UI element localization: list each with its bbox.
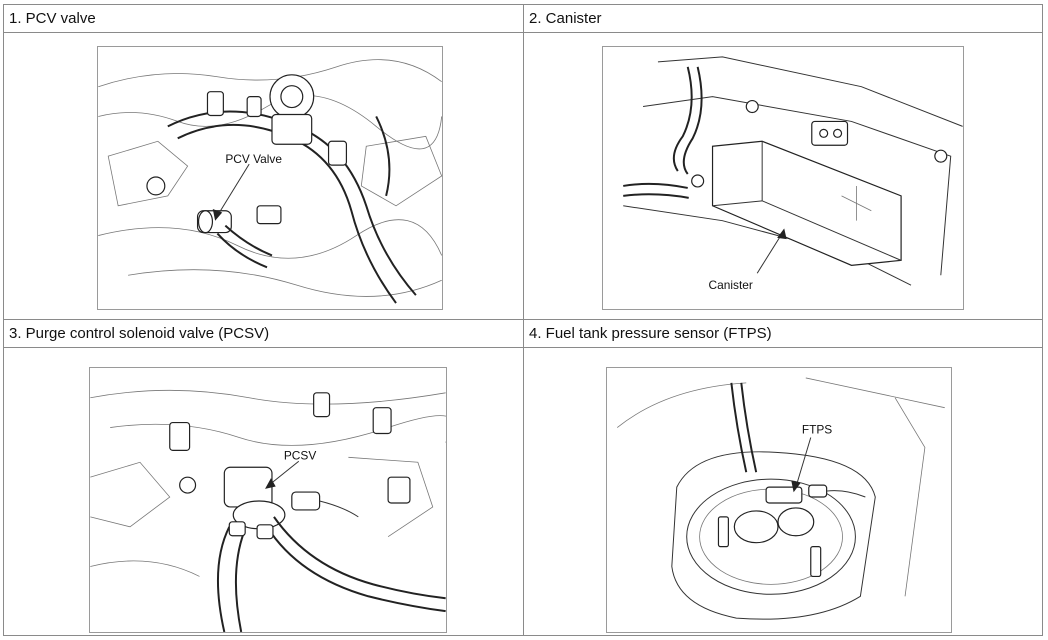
pcv-valve-illustration: PCV Valve <box>97 46 443 310</box>
panel-2-heading: 2. Canister <box>524 5 1042 33</box>
table-column-divider <box>523 5 524 635</box>
pcsv-illustration: PCSV <box>89 367 447 633</box>
panel-1-heading: 1. PCV valve <box>4 5 523 33</box>
pcsv-callout: PCSV <box>284 448 316 462</box>
ftps-drawing: FTPS <box>616 377 945 620</box>
pcv-valve-drawing: PCV Valve <box>98 59 442 304</box>
ftps-illustration: FTPS <box>606 367 952 633</box>
ftps-callout: FTPS <box>802 423 832 437</box>
pcsv-drawing: PCSV <box>90 389 446 632</box>
pcv-valve-callout: PCV Valve <box>225 152 282 166</box>
canister-illustration: Canister <box>602 46 964 310</box>
canister-callout: Canister <box>709 278 753 292</box>
table-row-divider <box>4 319 1042 320</box>
component-location-table: 1. PCV valve 2. Canister 3. Purge contro… <box>3 4 1043 636</box>
canister-drawing: Canister <box>623 56 963 292</box>
panel-3-heading: 3. Purge control solenoid valve (PCSV) <box>4 320 523 348</box>
panel-4-heading: 4. Fuel tank pressure sensor (FTPS) <box>524 320 1042 348</box>
